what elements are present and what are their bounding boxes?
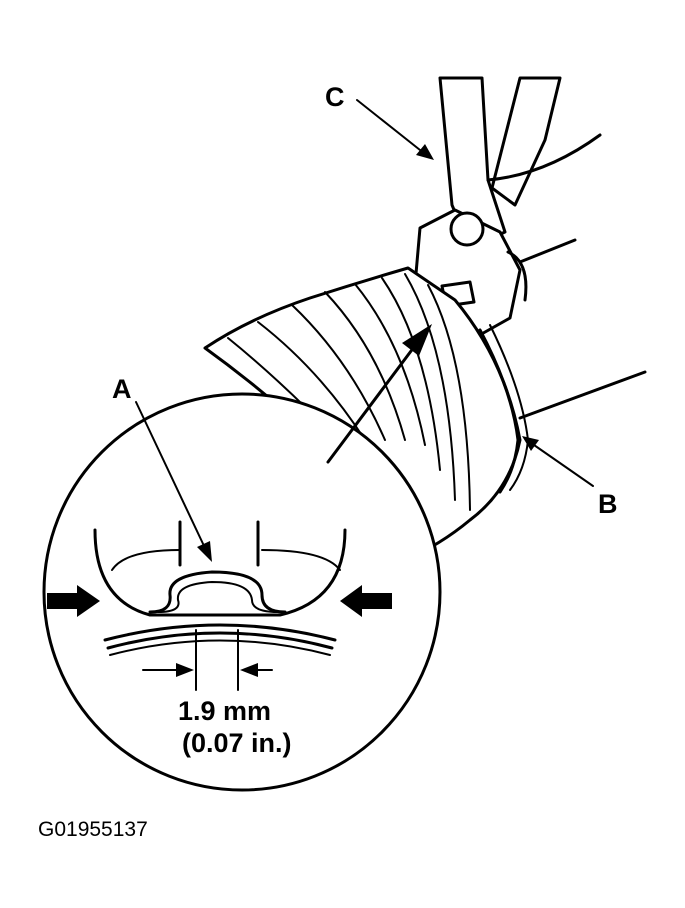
dimension-arrow-left: [142, 663, 194, 677]
callout-leader-b: [522, 436, 594, 487]
driveshaft: [518, 370, 647, 420]
squeeze-arrow-right: [340, 585, 392, 617]
detail-leader-arrowhead: [402, 324, 432, 356]
detail-magnifier: [42, 392, 442, 792]
callout-label-a: A: [112, 374, 132, 404]
measurement-metric: 1.9 mm: [178, 696, 271, 726]
callout-label-c: C: [325, 82, 345, 112]
callout-label-b: B: [598, 489, 618, 519]
measurement-imperial: (0.07 in.): [182, 728, 292, 758]
dimension-arrow-right: [240, 663, 273, 677]
callout-leader-a: [135, 401, 212, 562]
squeeze-arrow-left: [47, 585, 100, 617]
detail-leader: [326, 333, 425, 464]
figure-code: G01955137: [38, 818, 148, 841]
callout-leader-c: [356, 99, 434, 160]
